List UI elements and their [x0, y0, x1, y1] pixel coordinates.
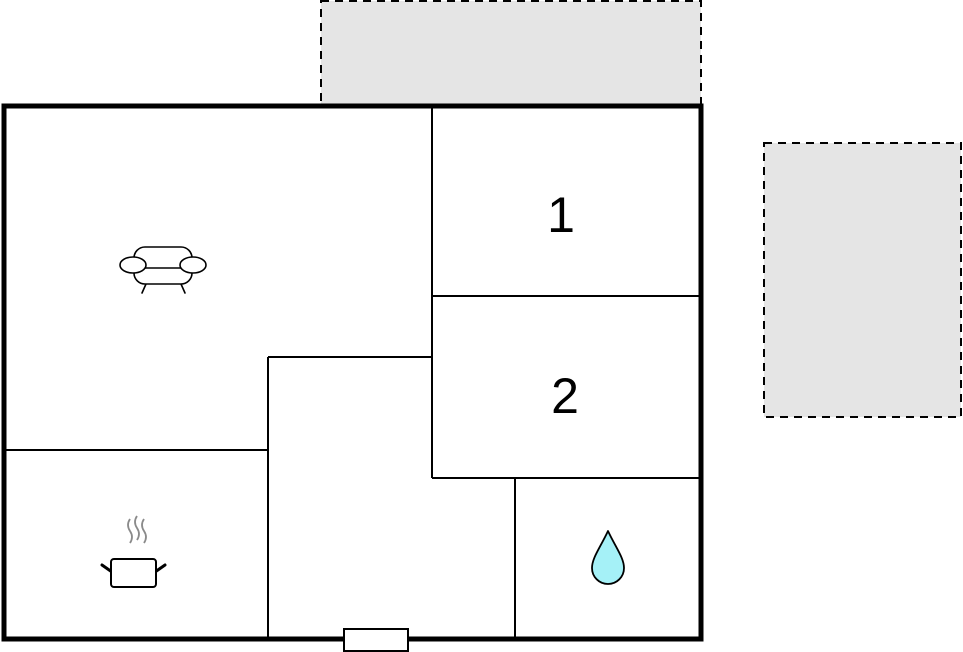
terrace-right — [763, 142, 962, 418]
cooking-pot-icon — [100, 515, 167, 588]
water-drop-icon — [591, 530, 625, 585]
room-label-bedroom-2: 2 — [551, 368, 579, 424]
terrace-top — [320, 0, 702, 106]
room-label-bedroom-1: 1 — [547, 187, 575, 243]
interior-walls — [4, 106, 701, 639]
entrance-door — [343, 628, 409, 652]
house-floor — [4, 106, 701, 639]
sofa-icon — [119, 246, 207, 294]
